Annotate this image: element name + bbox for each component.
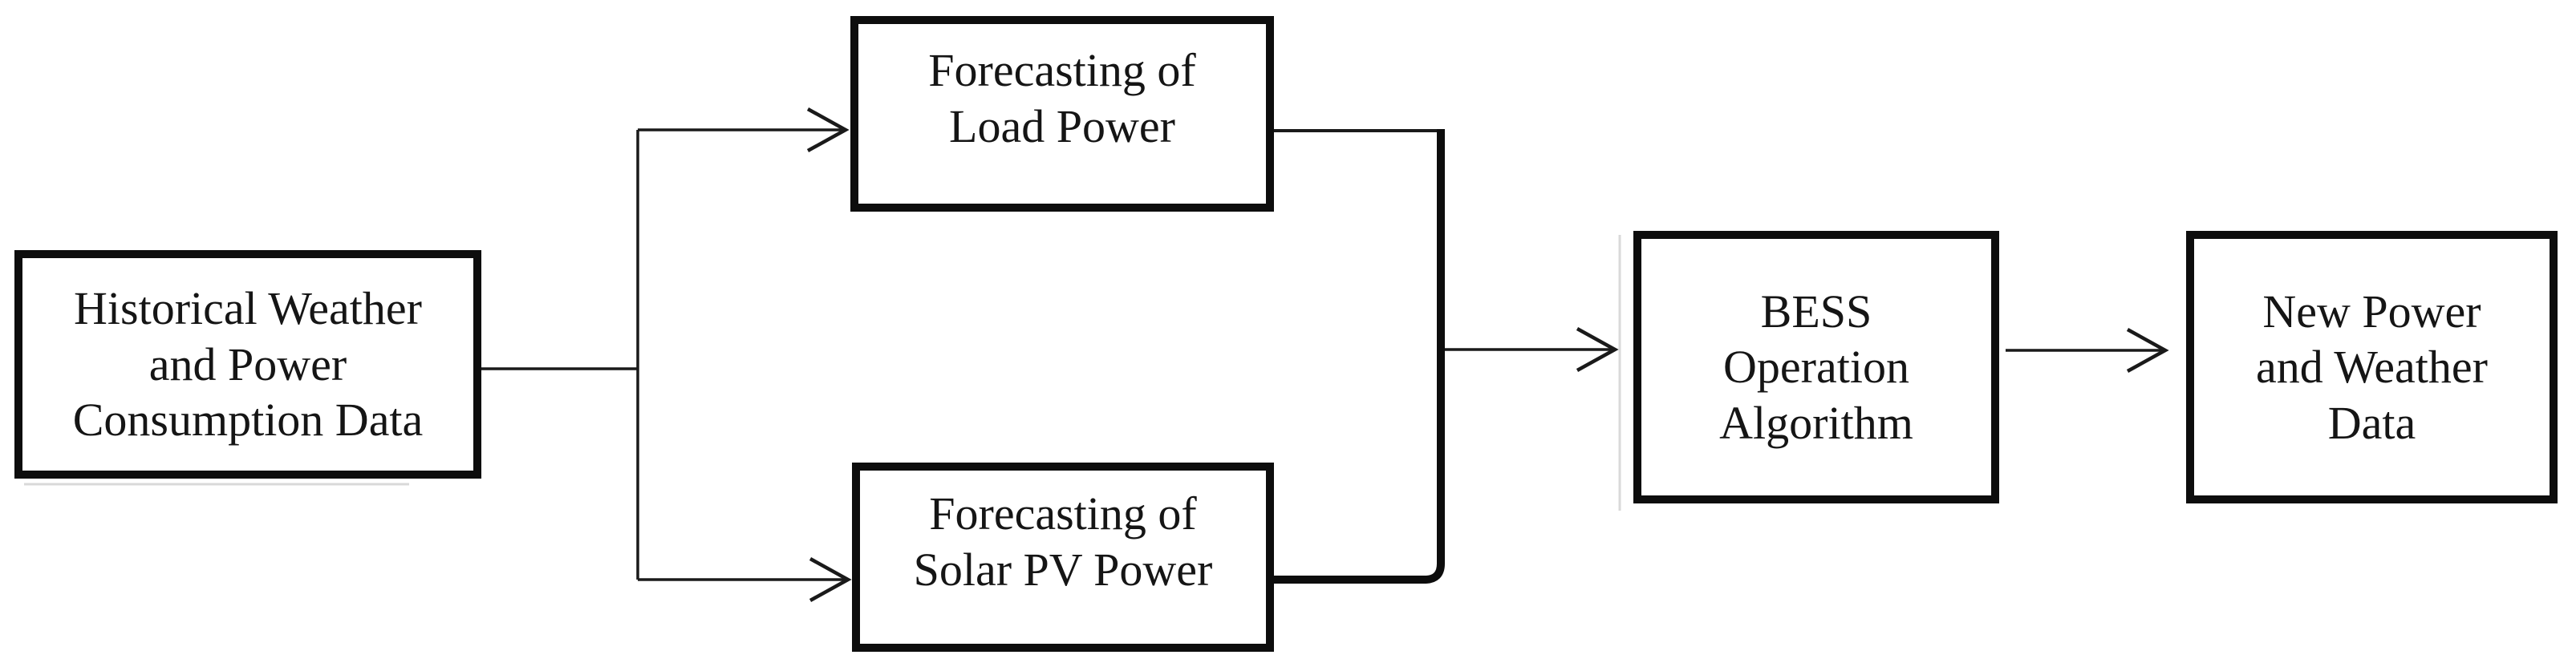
box-solar-label: Forecasting of Solar PV Power [913, 487, 1213, 596]
box-historical-label: Historical Weather and Power Consumption… [72, 282, 424, 447]
box-forecasting-of-solar-pv-power: Forecasting of Solar PV Power [852, 463, 1274, 652]
box-bess-operation-algorithm: BESS Operation Algorithm [1633, 231, 1999, 503]
box-new-label: New Power and Weather Data [2256, 285, 2488, 449]
arrowhead-into-solar-box [809, 557, 852, 602]
box-forecasting-of-load-power: Forecasting of Load Power [850, 16, 1274, 212]
arrowhead-into-load-box [806, 107, 850, 152]
arrowhead-into-new-box [2126, 328, 2169, 373]
box-new-power-and-weather-data: New Power and Weather Data [2186, 231, 2558, 503]
box-historical-weather-and-power-consumption-data: Historical Weather and Power Consumption… [14, 250, 481, 479]
line-solar-to-merge-thick [1272, 129, 1445, 584]
box-load-label: Forecasting of Load Power [928, 44, 1196, 152]
arrowhead-into-bess-box [1576, 327, 1619, 372]
box-bess-label: BESS Operation Algorithm [1719, 285, 1913, 449]
